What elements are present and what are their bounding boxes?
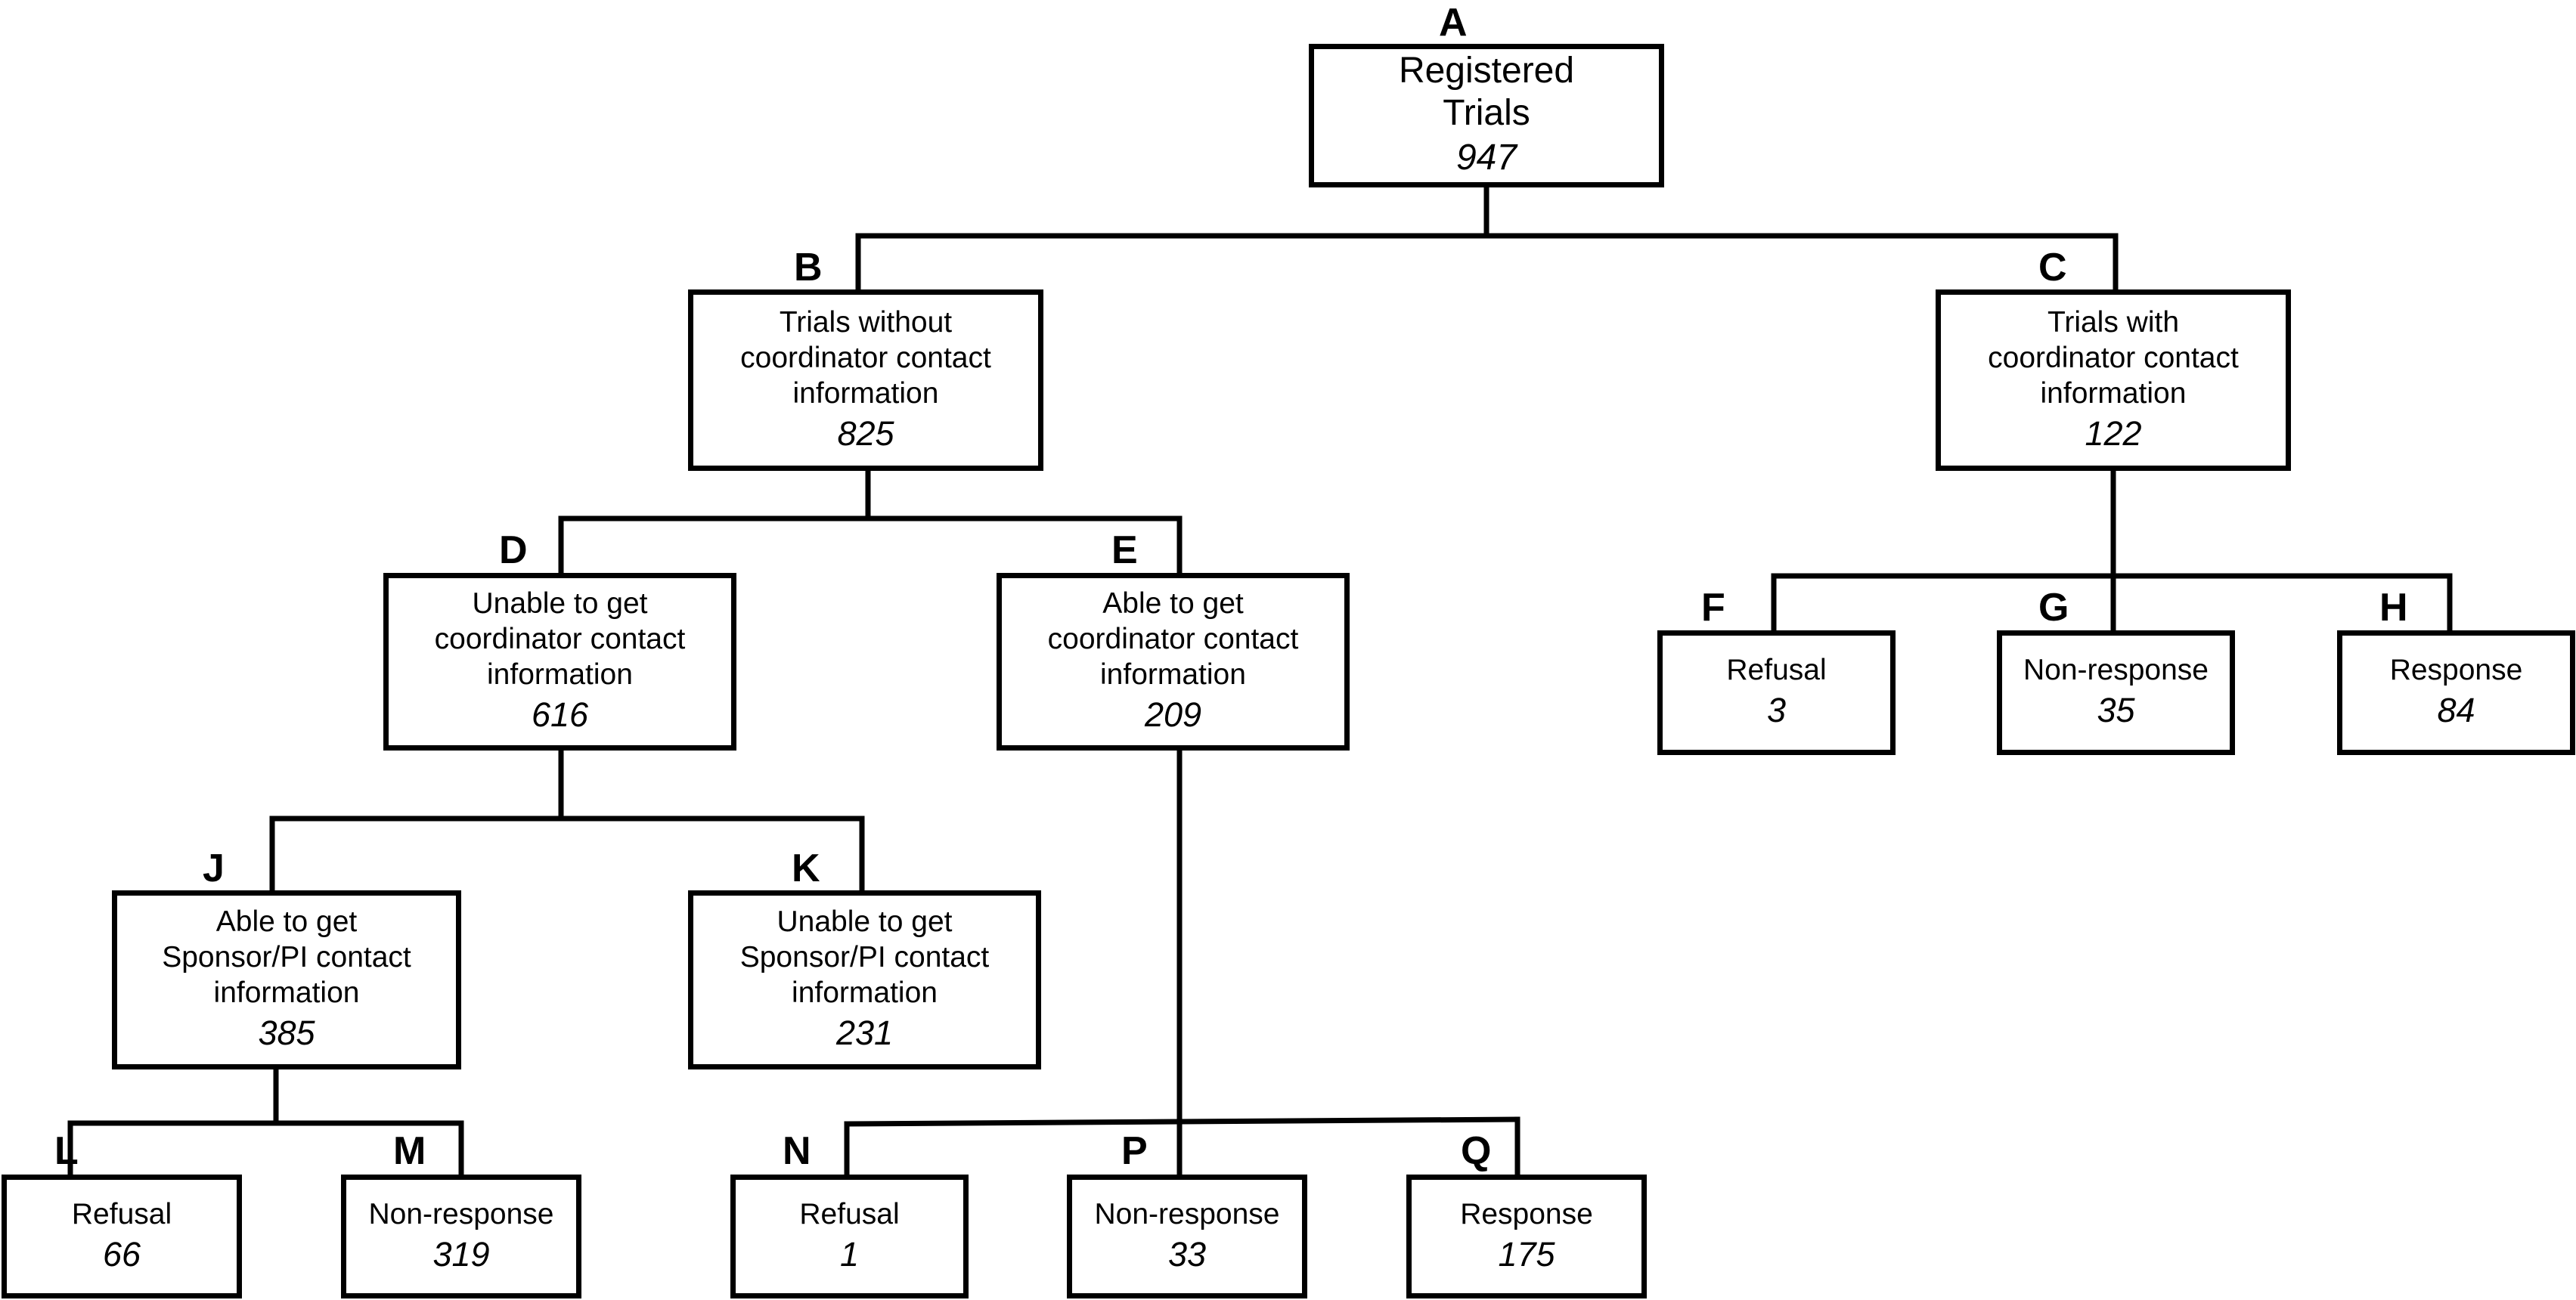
node-m-letter: M <box>393 1129 426 1173</box>
node-n-label: Refusal <box>799 1197 900 1230</box>
node-m-value: 319 <box>432 1234 490 1274</box>
node-n-value: 1 <box>839 1234 860 1274</box>
node-g-letter: G <box>2038 586 2069 630</box>
node-p-value: 33 <box>1167 1234 1207 1274</box>
node-d-letter: D <box>499 528 528 572</box>
node-l-label: Refusal <box>71 1197 172 1230</box>
node-j-refusal: Refusal 66 <box>2 1175 242 1298</box>
node-g-value: 35 <box>2097 691 2135 729</box>
node-unable-to-get-sponsor-contact: Unable to get Sponsor/PI contact informa… <box>688 890 1041 1069</box>
node-p-label: Non-response <box>1094 1197 1280 1230</box>
node-b-letter: B <box>794 246 823 289</box>
node-trials-with-coordinator-contact: Trials with coordinator contact informat… <box>1936 289 2291 471</box>
node-f-value: 3 <box>1766 691 1787 729</box>
node-j-value: 385 <box>258 1014 315 1052</box>
node-c-label: Trials with coordinator contact informat… <box>1988 305 2239 410</box>
node-j-letter: J <box>203 847 225 890</box>
node-e-response: Response 175 <box>1406 1175 1647 1298</box>
node-a-label: Registered Trials <box>1398 51 1575 133</box>
node-e-refusal: Refusal 1 <box>730 1175 969 1298</box>
node-c-letter: C <box>2038 246 2067 289</box>
node-b-label: Trials without coordinator contact infor… <box>740 305 991 410</box>
node-c-response: Response 84 <box>2337 630 2575 755</box>
node-registered-trials: Registered Trials 947 <box>1309 44 1664 187</box>
node-g-label: Non-response <box>2023 654 2209 686</box>
node-e-non-response: Non-response 33 <box>1067 1175 1307 1298</box>
node-l-value: 66 <box>102 1234 141 1274</box>
node-d-value: 616 <box>531 695 589 734</box>
node-a-value: 947 <box>1455 138 1517 178</box>
node-e-letter: E <box>1111 528 1138 572</box>
node-k-value: 231 <box>835 1014 894 1052</box>
node-c-non-response: Non-response 35 <box>1997 630 2235 755</box>
node-h-value: 84 <box>2437 691 2475 729</box>
node-q-label: Response <box>1460 1197 1593 1230</box>
node-f-label: Refusal <box>1726 654 1827 686</box>
node-trials-without-coordinator-contact: Trials without coordinator contact infor… <box>688 289 1043 471</box>
node-able-to-get-sponsor-contact: Able to get Sponsor/PI contact informati… <box>112 890 461 1069</box>
node-a-letter: A <box>1439 1 1468 45</box>
node-n-letter: N <box>783 1129 811 1173</box>
node-e-value: 209 <box>1144 695 1202 734</box>
node-p-letter: P <box>1121 1129 1148 1173</box>
node-k-label: Unable to get Sponsor/PI contact informa… <box>739 905 990 1009</box>
node-m-label: Non-response <box>368 1197 554 1230</box>
node-q-value: 175 <box>1498 1234 1555 1274</box>
node-c-value: 122 <box>2085 413 2142 453</box>
node-h-letter: H <box>2379 586 2408 630</box>
node-unable-to-get-coordinator-contact: Unable to get coordinator contact inform… <box>383 573 736 751</box>
node-d-label: Unable to get coordinator contact inform… <box>434 587 686 691</box>
node-e-label: Able to get coordinator contact informat… <box>1047 587 1299 691</box>
node-q-letter: Q <box>1461 1129 1492 1173</box>
node-b-value: 825 <box>837 413 894 453</box>
node-f-letter: F <box>1701 586 1725 630</box>
node-k-letter: K <box>792 847 820 890</box>
node-h-label: Response <box>2389 654 2523 686</box>
node-able-to-get-coordinator-contact: Able to get coordinator contact informat… <box>997 573 1350 751</box>
node-l-letter: L <box>54 1129 79 1173</box>
node-j-non-response: Non-response 319 <box>341 1175 581 1298</box>
node-c-refusal: Refusal 3 <box>1657 630 1896 755</box>
node-j-label: Able to get Sponsor/PI contact informati… <box>162 905 411 1009</box>
